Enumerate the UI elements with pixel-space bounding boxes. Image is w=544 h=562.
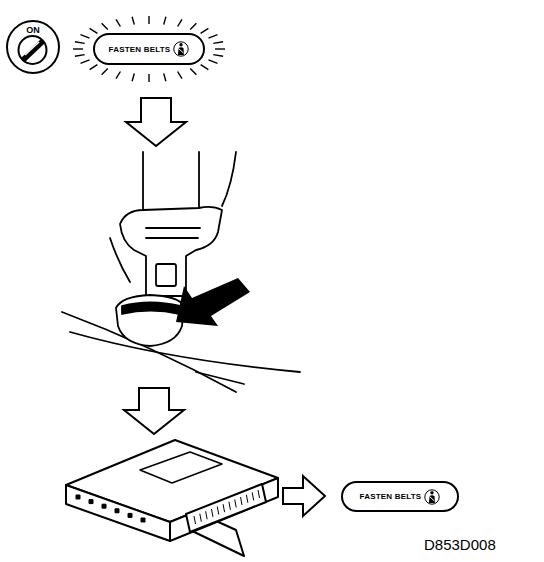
belt-strap [142, 152, 144, 214]
ecu [66, 440, 278, 556]
belt-person-icon [178, 47, 184, 55]
connector-pin [211, 509, 213, 517]
buckle [116, 295, 184, 346]
figure-code: D853D008 [423, 536, 497, 553]
ecu-side [66, 485, 170, 541]
case-slot [76, 495, 145, 522]
connector-pin [229, 502, 231, 510]
belt-person-icon [174, 42, 188, 56]
flow-arrow [126, 98, 186, 146]
glow-ray [90, 28, 98, 33]
belt-person-icon [430, 496, 435, 501]
switch-position: ON [8, 25, 58, 35]
glow-ray [213, 42, 223, 44]
glow-ray [132, 17, 134, 25]
case-slot [141, 518, 145, 522]
glow-ray [81, 35, 90, 39]
glow-ray [73, 48, 83, 49]
belt-person-icon [179, 49, 184, 54]
case-slot [76, 495, 80, 499]
key-slot [21, 39, 45, 62]
latch-plate [120, 207, 222, 296]
glow-ray [201, 65, 209, 70]
glow-ray [148, 74, 149, 82]
glow-ray [190, 69, 196, 75]
ecu-connector [186, 484, 266, 532]
connector-pin [223, 504, 225, 512]
connector-pin [258, 490, 260, 498]
warning-lamp: FASTEN BELTS [341, 481, 459, 512]
connector-pin [246, 495, 248, 503]
glow-ray [190, 23, 196, 29]
belt-strap [198, 152, 200, 212]
key-slot [25, 42, 39, 55]
latch-plate [146, 227, 200, 229]
latch-slot [156, 264, 176, 286]
glow-ray [102, 69, 108, 75]
flow-arrow [283, 476, 325, 516]
warning-lamp: FASTEN BELTS [93, 33, 205, 65]
seat-line [70, 332, 300, 372]
glow-ray [102, 23, 108, 29]
flow-arrow [124, 388, 184, 434]
case-slot [115, 509, 119, 513]
glow-ray [213, 55, 223, 57]
connector-pin [206, 511, 208, 519]
case-slot [89, 500, 93, 504]
glow-ray [90, 65, 98, 70]
glow-ray [201, 28, 209, 33]
case-slot [102, 504, 106, 508]
ecu-label-area [140, 452, 222, 483]
belt-person-icon [424, 488, 440, 506]
seat-line [196, 372, 244, 384]
key-cylinder [19, 36, 47, 64]
glow-ray [116, 19, 120, 26]
glow-ray [164, 17, 166, 25]
glow-ray [116, 72, 120, 79]
glow-ray [178, 72, 182, 79]
glow-ray [75, 42, 85, 44]
belt-person-icon [425, 489, 439, 503]
belt-person-icon [431, 491, 434, 494]
glow-ray [209, 35, 218, 39]
seat-belt [62, 152, 300, 392]
connector-pin [194, 516, 196, 524]
push-arrow [176, 278, 250, 326]
glow-ray [215, 48, 225, 49]
lamp-text: FASTEN BELTS [360, 492, 422, 501]
glow-ray [81, 60, 90, 64]
connector-pin [217, 507, 219, 515]
glow-rays [73, 16, 225, 82]
connector-pin [252, 492, 254, 500]
glow-ray [75, 55, 85, 57]
glow-ray [148, 16, 149, 24]
case-slot [128, 513, 132, 517]
latch-plate [146, 237, 198, 239]
belt-person-icon [429, 495, 435, 503]
ecu-side [170, 478, 278, 541]
belt-person-icon [180, 43, 183, 46]
glow-ray [164, 73, 166, 81]
glow-ray [132, 73, 134, 81]
buckle-slot [122, 303, 180, 315]
belt-person-icon [173, 40, 189, 58]
lamp-text: FASTEN BELTS [109, 45, 171, 54]
glow-ray [178, 19, 182, 26]
glow-ray [209, 60, 218, 64]
ignition-switch: ON [6, 20, 60, 74]
connector-pin [241, 497, 243, 505]
belt-strap [222, 152, 236, 206]
connector-pin [235, 499, 237, 507]
connector-pin [200, 514, 202, 522]
connector-pin [194, 490, 260, 524]
